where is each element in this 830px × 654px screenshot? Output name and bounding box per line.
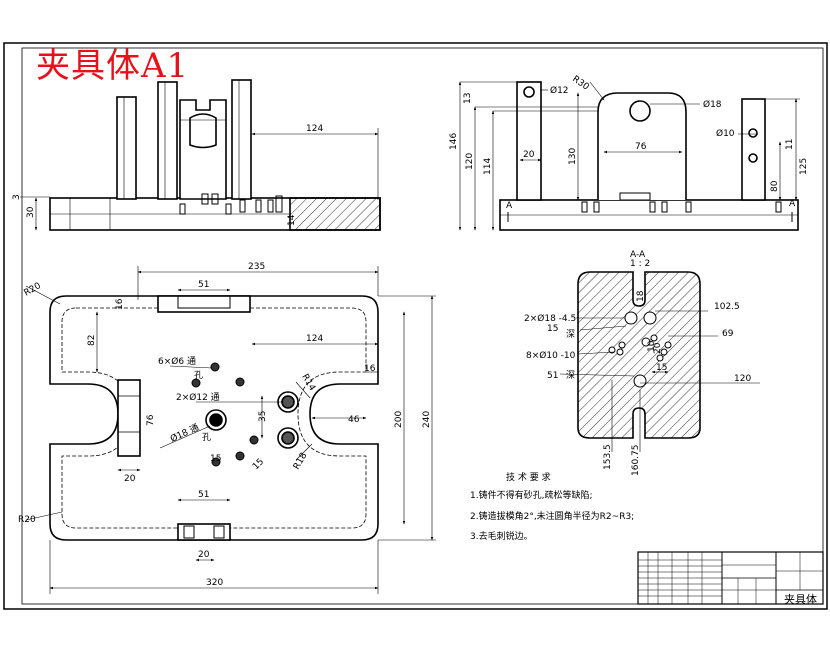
dim-15-sec: 15 (547, 324, 558, 334)
note-hole-18: Ø18 通 (169, 422, 201, 445)
dim-80: 80 (770, 180, 780, 192)
title-block: 夹具体 (637, 551, 824, 606)
dim-18-sec: 18 (636, 290, 646, 302)
dim-69: 69 (722, 329, 734, 339)
dim-160-75: 160.75 (631, 445, 641, 477)
tech-heading: 技 术 要 求 (506, 471, 551, 483)
dim-320: 320 (206, 578, 223, 588)
tech-item-3: 3.去毛刺锐边。 (470, 530, 533, 542)
dim-14-front: 14 (287, 214, 297, 226)
section-view-dims: A-A 1 : 2 2×Ø18 -4.5 15 深 8×Ø10 -10 51 深… (524, 250, 760, 476)
section-mark-right: A (789, 199, 796, 209)
dim-125: 125 (799, 158, 809, 175)
dim-r20-a: R20 (23, 281, 44, 299)
dim-deep-1: 深 (566, 329, 575, 340)
dim-51-top: 51 (198, 280, 209, 290)
section-marks: A A (506, 199, 796, 222)
note-6-holes: 6×Ø6 通 (158, 356, 196, 367)
note-2-holes: 2×Ø12 通 (176, 392, 220, 403)
dim-120-sec: 120 (734, 374, 751, 384)
dim-16-b: 16 (364, 364, 376, 374)
dim-51-bot: 51 (198, 490, 209, 500)
section-title: A-A (630, 250, 646, 260)
dim-d18: Ø18 (703, 99, 722, 110)
note-6-holes-b: 孔 (194, 370, 203, 381)
dim-r14: R14 (299, 373, 317, 394)
side-view-dims: R30 Ø12 Ø18 Ø10 13 146 120 114 20 130 76… (449, 74, 809, 231)
outer-border (3, 42, 828, 610)
dim-200: 200 (394, 411, 404, 428)
dim-11: 11 (785, 139, 795, 150)
dim-d10: Ø10 (716, 128, 735, 139)
dim-46: 46 (348, 415, 360, 425)
dim-102-5: 102.5 (714, 302, 740, 312)
dim-240: 240 (422, 411, 432, 428)
dim-124-front: 124 (306, 124, 323, 134)
dim-15-b: 15 (251, 457, 266, 472)
dim-146: 146 (449, 133, 459, 150)
side-view (499, 81, 799, 231)
dim-r30: R30 (570, 74, 590, 93)
dim-3-front: 3 (12, 194, 22, 200)
title-block-name: 夹具体 (784, 592, 817, 606)
front-view (20, 79, 381, 231)
dim-10-sec: 10 (647, 340, 657, 352)
dim-15-a: 15 (210, 454, 221, 464)
dim-153-5: 153.5 (603, 444, 613, 470)
dim-235: 235 (248, 262, 265, 272)
dim-51-sec: 51 (547, 371, 558, 381)
dim-2x18: 2×Ø18 -4.5 (524, 313, 576, 324)
dim-124-plan: 124 (306, 334, 323, 344)
dim-15-sec-b: 15 (656, 363, 667, 373)
dim-r20-b: R20 (18, 515, 36, 525)
dim-deep-2: 深 (566, 370, 575, 381)
dim-d12: Ø12 (550, 85, 569, 96)
dim-20-bot: 20 (198, 550, 210, 560)
section-mark-left: A (506, 201, 513, 211)
dim-130: 130 (568, 148, 578, 165)
dim-20-side: 20 (523, 150, 535, 160)
front-view-dims: 124 30 3 14 (12, 124, 379, 231)
dim-76-plan: 76 (146, 414, 156, 426)
dim-8x10: 8×Ø10 -10 (526, 350, 576, 361)
dim-82: 82 (87, 335, 97, 346)
tech-item-1: 1.铸件不得有砂孔,疏松等缺陷; (470, 489, 592, 501)
section-view (577, 271, 701, 439)
dim-r18: R18 (292, 451, 310, 472)
dim-20-plan: 20 (124, 474, 136, 484)
dim-20-sec: 20 (653, 342, 663, 354)
section-scale: 1 : 2 (630, 259, 650, 269)
dim-120-side: 120 (465, 153, 475, 170)
dim-16-a: 16 (115, 298, 125, 310)
dim-76-side: 76 (635, 142, 647, 152)
dim-30-front: 30 (26, 206, 36, 218)
note-hole-18-b: 孔 (202, 432, 211, 443)
tech-requirements: 技 术 要 求 1.铸件不得有砂孔,疏松等缺陷; 2.铸造拔模角2°,未注圆角半… (470, 471, 634, 542)
dim-114: 114 (483, 158, 493, 175)
inner-border (21, 47, 824, 605)
plan-view (49, 295, 379, 541)
dim-35: 35 (258, 411, 268, 422)
tech-item-2: 2.铸造拔模角2°,未注圆角半径为R2~R3; (470, 510, 634, 522)
dim-13: 13 (463, 93, 473, 104)
drawing-title: 夹具体A1 (36, 46, 190, 86)
